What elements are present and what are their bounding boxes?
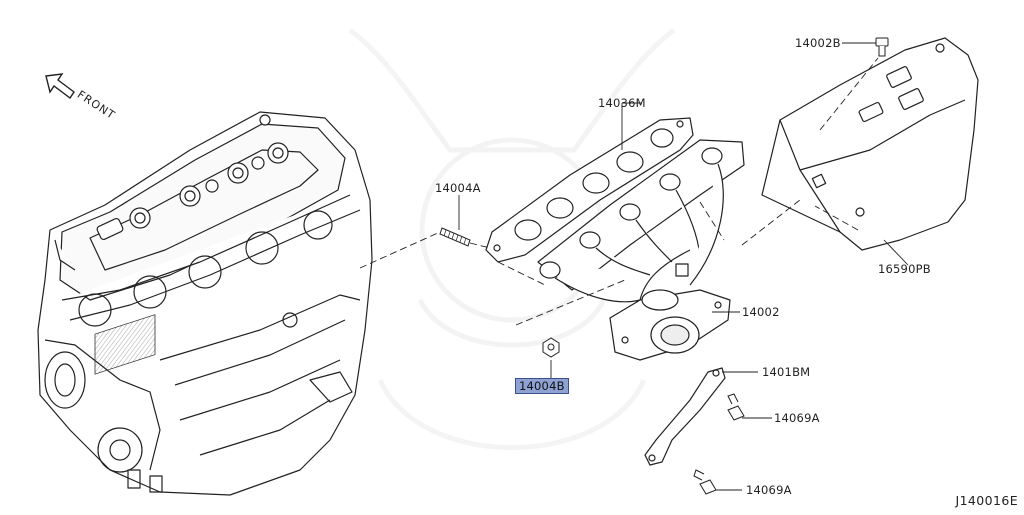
drawing-code: J140016E <box>955 493 1018 508</box>
bolt-14069A-lower <box>693 469 717 495</box>
callout-14002[interactable]: 14002 <box>742 305 780 319</box>
callout-14002B[interactable]: 14002B <box>795 36 841 50</box>
gasket-14036M <box>485 117 694 263</box>
callout-14004A[interactable]: 14004A <box>435 181 481 195</box>
heat-shield-16590PB <box>761 37 979 251</box>
leader-lines <box>458 42 909 491</box>
bolt-14069A-upper <box>727 393 745 421</box>
dashed-alignment-lines <box>359 57 879 326</box>
callout-1401BM[interactable]: 1401BM <box>762 365 811 379</box>
bolt-14002B <box>875 37 889 57</box>
callout-14069A-lower[interactable]: 14069A <box>746 483 792 497</box>
engine-block <box>37 111 373 496</box>
callout-16590PB[interactable]: 16590PB <box>878 262 931 276</box>
callout-14036M[interactable]: 14036M <box>598 96 646 110</box>
callout-14069A-upper[interactable]: 14069A <box>774 411 820 425</box>
callout-14004B-highlighted[interactable]: 14004B <box>515 378 569 394</box>
exhaust-manifold-14002 <box>537 139 745 361</box>
nut-14004B <box>542 337 560 358</box>
watermark-emblem <box>348 28 676 450</box>
stud-14004A <box>439 227 471 247</box>
front-arrow-icon <box>45 73 75 100</box>
bracket-1401BM <box>644 367 726 466</box>
